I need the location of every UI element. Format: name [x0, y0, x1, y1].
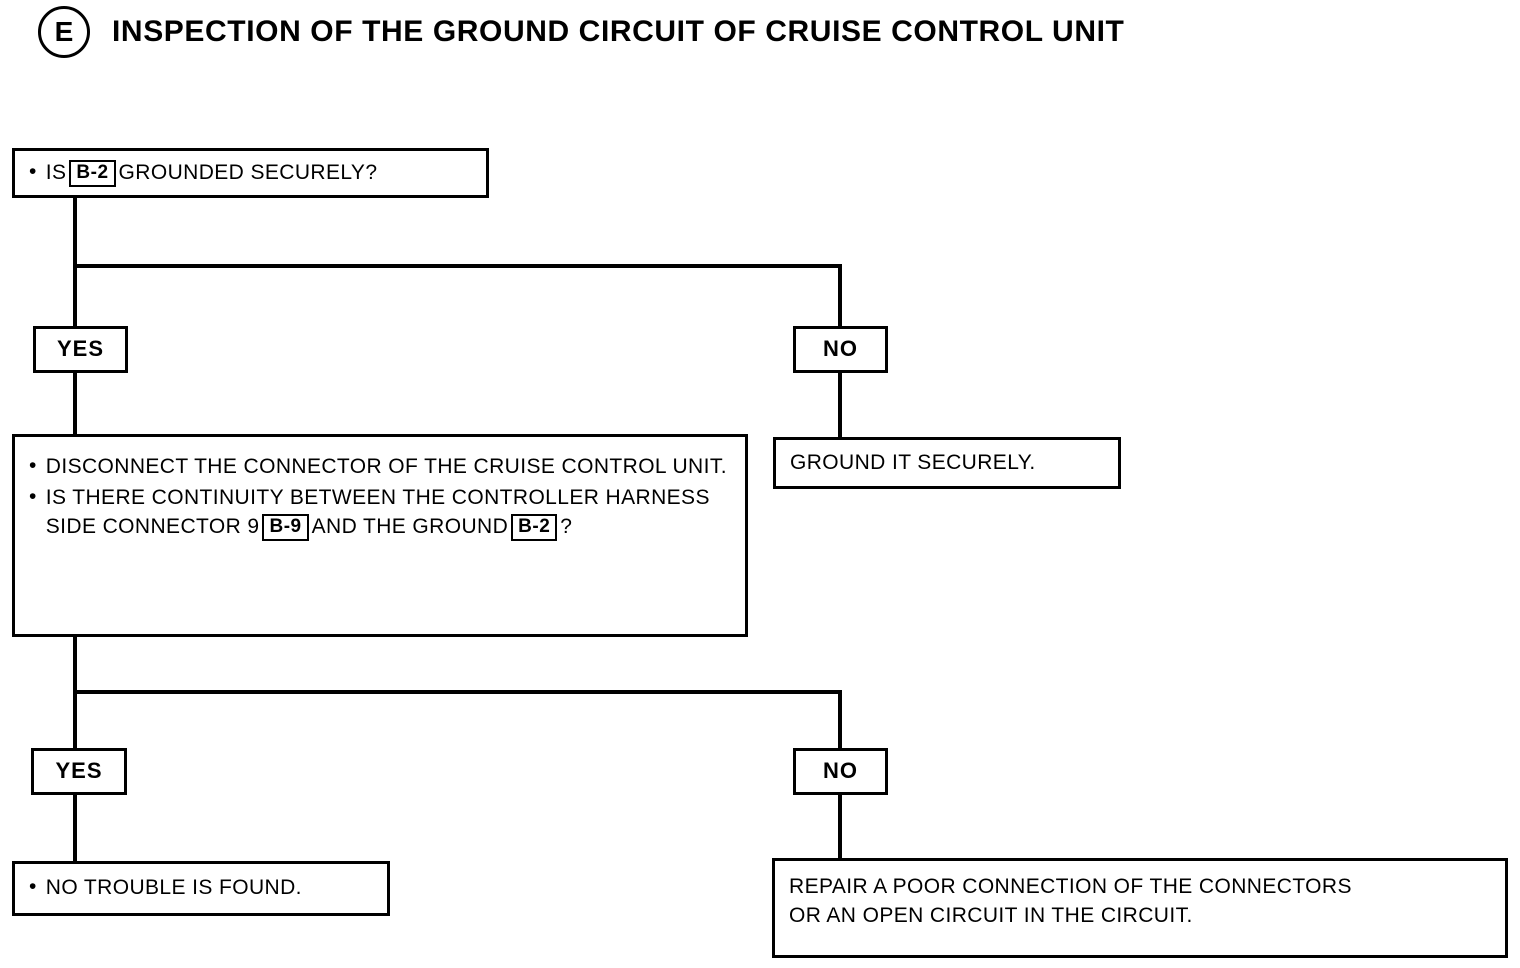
bullet-dot-icon: •: [29, 484, 37, 508]
page-header: E INSPECTION OF THE GROUND CIRCUIT OF CR…: [38, 6, 1124, 58]
connector-q2-branch-bar: [73, 690, 842, 694]
branch-label-yes-2: YES: [31, 748, 127, 795]
connector-tag-b2: B-2: [69, 159, 116, 187]
instruction-disconnect-text: DISCONNECT THE CONNECTOR OF THE CRUISE C…: [45, 455, 727, 478]
result-box-no-trouble: • NO TROUBLE IS FOUND.: [12, 861, 390, 916]
connector-yes2-to-result: [73, 795, 77, 863]
connector-tag-b2-second: B-2: [511, 513, 558, 542]
question-box-continuity: • DISCONNECT THE CONNECTOR OF THE CRUISE…: [12, 434, 748, 637]
result-no-trouble-text: NO TROUBLE IS FOUND.: [45, 876, 302, 900]
bullet-dot-icon: •: [29, 454, 37, 477]
connector-q2-yes-drop: [73, 690, 77, 750]
connector-q1-branch-bar: [73, 264, 842, 268]
connector-yes1-to-action: [73, 373, 77, 435]
result-no-trouble-content: • NO TROUBLE IS FOUND.: [15, 868, 387, 909]
bullet-line: • DISCONNECT THE CONNECTOR OF THE CRUISE…: [29, 453, 731, 482]
branch-label-yes-1-text: YES: [56, 336, 105, 362]
connector-q1-stem: [73, 198, 77, 266]
branch-label-no-2-text: NO: [823, 758, 858, 784]
page-title: INSPECTION OF THE GROUND CIRCUIT OF CRUI…: [112, 15, 1125, 48]
question-continuity-part1: IS THERE CONTINUITY BETWEEN THE CONTROLL…: [45, 485, 710, 538]
bullet-list: • DISCONNECT THE CONNECTOR OF THE CRUISE…: [29, 453, 731, 542]
connector-no2-to-repair: [838, 795, 842, 858]
question-continuity-part3: ?: [560, 514, 573, 538]
question-continuity-part2: AND THE GROUND: [311, 514, 509, 538]
question-continuity-text: IS THERE CONTINUITY BETWEEN THE CONTROLL…: [46, 484, 731, 542]
bullet-dot-icon: •: [29, 875, 37, 899]
question-text-post: GROUNDED SECURELY?: [118, 160, 378, 184]
branch-label-yes-1: YES: [33, 326, 128, 373]
connector-tag-b9: B-9: [262, 513, 309, 542]
result-repair-line-1: REPAIR A POOR CONNECTION OF THE CONNECTO…: [789, 875, 1352, 898]
bullet-line: • NO TROUBLE IS FOUND.: [29, 874, 373, 903]
question-box-continuity-content: • DISCONNECT THE CONNECTOR OF THE CRUISE…: [15, 437, 745, 548]
result-repair-content: REPAIR A POOR CONNECTION OF THE CONNECTO…: [775, 861, 1505, 937]
bullet-dot-icon: •: [29, 159, 37, 183]
branch-label-no-2: NO: [793, 748, 888, 795]
connector-q2-stem: [73, 637, 77, 692]
branch-label-no-1-text: NO: [823, 336, 858, 362]
branch-label-no-1: NO: [793, 326, 888, 373]
action-box-ground-securely: GROUND IT SECURELY.: [773, 437, 1121, 489]
connector-q1-no-drop: [838, 264, 842, 328]
action-box-ground-content: GROUND IT SECURELY.: [776, 443, 1118, 484]
connector-q1-yes-drop: [73, 264, 77, 328]
bullet-line: • IS THERE CONTINUITY BETWEEN THE CONTRO…: [29, 484, 731, 542]
connector-q2-no-drop: [838, 690, 842, 750]
connector-no1-to-ground-action: [838, 373, 842, 437]
question-text-pre: IS: [45, 160, 67, 184]
action-ground-text: GROUND IT SECURELY.: [790, 450, 1036, 474]
section-badge-icon: E: [38, 6, 90, 58]
branch-label-yes-2-text: YES: [55, 758, 103, 784]
result-box-repair: REPAIR A POOR CONNECTION OF THE CONNECTO…: [772, 858, 1508, 958]
result-repair-line-2: OR AN OPEN CIRCUIT IN THE CIRCUIT.: [789, 903, 1193, 927]
